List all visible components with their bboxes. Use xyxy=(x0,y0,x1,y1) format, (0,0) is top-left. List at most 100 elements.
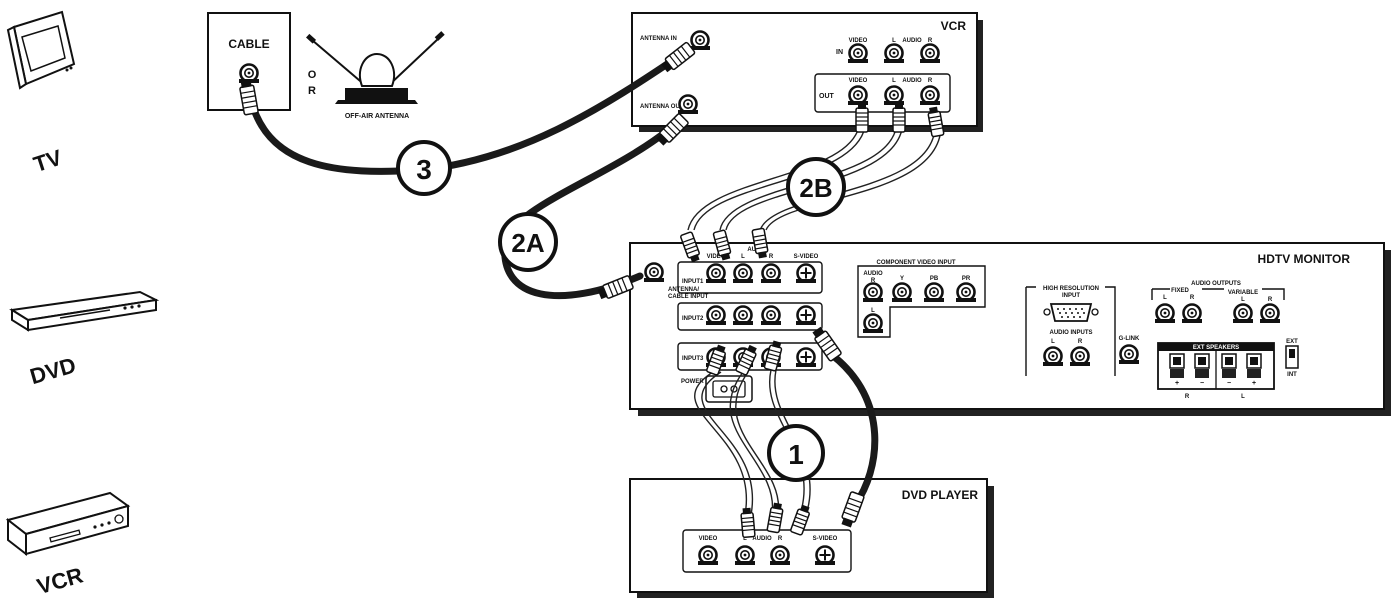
hdtv-title: HDTV MONITOR xyxy=(1258,252,1351,266)
vcr-in-audio-label: AUDIO xyxy=(902,38,922,44)
cable-1-l-wire-2 xyxy=(735,371,780,516)
variable-r-label: R xyxy=(1268,297,1273,303)
cable-2b-plug-vcr-l xyxy=(892,102,906,133)
int-label: INT xyxy=(1287,372,1297,378)
g-link-label: G-LINK xyxy=(1119,336,1140,342)
speaker-r-plus: + xyxy=(1175,380,1179,387)
input2-svideo-jack xyxy=(794,305,818,327)
vcr-antenna-in-jack xyxy=(688,30,712,52)
variable-l-label: L xyxy=(1241,297,1245,303)
component-pr-label: PR xyxy=(962,276,971,282)
antenna-cable-input-label-2: CABLE INPUT xyxy=(668,294,709,300)
callout-2a-label: 2A xyxy=(511,228,544,258)
vcr-in-video-label: VIDEO xyxy=(849,38,868,44)
high-res-label: HIGH RESOLUTION xyxy=(1043,286,1099,292)
vcr-in-video-jack xyxy=(846,43,870,65)
cable-2b-plug-vcr-video xyxy=(855,102,869,133)
speaker-r-label: R xyxy=(1185,394,1190,400)
input2-r-jack xyxy=(759,305,783,327)
callout-2b-label: 2B xyxy=(799,173,832,203)
dvd-video-jack xyxy=(696,545,720,567)
callout-1: 1 xyxy=(767,424,825,482)
dvd-player-panel: DVD PLAYER VIDEO L AUDIO R S-VIDEO xyxy=(629,478,994,598)
ext-speakers-terminal xyxy=(1157,342,1275,390)
tv-label: TV xyxy=(30,145,65,178)
vcr-out-video-label: VIDEO xyxy=(849,78,868,84)
vcr-in-l-label: L xyxy=(892,38,896,44)
input1-r-jack xyxy=(759,263,783,285)
hdtv-antenna-input-jack xyxy=(642,262,666,284)
hdtv-input2-group xyxy=(677,302,823,331)
input1-r-label: R xyxy=(769,254,774,260)
vcr-out-r-jack xyxy=(918,85,942,107)
vcr-in-l-jack xyxy=(882,43,906,65)
dvd-label: DVD xyxy=(27,352,79,389)
callout-3-label: 3 xyxy=(416,154,432,185)
speaker-l-minus: − xyxy=(1227,380,1231,387)
antenna-in-label: ANTENNA IN xyxy=(640,36,677,42)
cable-2a-plug-hdtv xyxy=(596,274,635,302)
dvd-player-icon xyxy=(9,290,160,332)
fixed-l-jack xyxy=(1153,303,1177,325)
cable-1-video-wire-2 xyxy=(701,371,754,516)
component-pb-label: PB xyxy=(930,276,939,282)
input1-video-label: VIDEO xyxy=(707,254,726,260)
vcr-in-r-jack xyxy=(918,43,942,65)
vcr-antenna-out-jack xyxy=(676,94,700,116)
power-connector xyxy=(705,375,753,403)
ext-int-switch xyxy=(1285,345,1299,369)
antenna-out-label: ANTENNA OUT xyxy=(640,104,684,110)
component-audio-l-jack xyxy=(861,313,885,335)
vcr-out-video-jack xyxy=(846,85,870,107)
cable-2b-r-wire xyxy=(759,121,936,231)
antenna-cable-input-label: ANTENNA/ xyxy=(668,287,699,293)
callout-2a: 2A xyxy=(498,212,558,272)
audio-outputs-bracket xyxy=(1151,288,1285,300)
tv-icon xyxy=(6,10,76,90)
input3-label: INPUT3 xyxy=(682,356,704,362)
vcr-out-l-label: L xyxy=(892,78,896,84)
cable-2b-r-wire-2 xyxy=(765,121,942,231)
dvd-video-label: VIDEO xyxy=(699,536,718,542)
hdtv-monitor-panel: HDTV MONITOR ANTENNA/ CABLE INPUT INPUT1… xyxy=(629,242,1391,416)
input1-svideo-label: S-VIDEO xyxy=(794,254,819,260)
audio-outputs-label: AUDIO OUTPUTS xyxy=(1191,281,1241,287)
input3-svideo-jack xyxy=(794,347,818,369)
component-r-label: R xyxy=(871,278,876,284)
audio-inputs-r-label: R xyxy=(1078,339,1083,345)
component-pb-jack xyxy=(922,282,946,304)
audio-inputs-l-jack xyxy=(1041,346,1065,368)
vcr-label: VCR xyxy=(34,562,86,599)
variable-l-jack xyxy=(1231,303,1255,325)
input1-l-label: L xyxy=(741,254,745,260)
fixed-label: FIXED xyxy=(1171,288,1189,294)
vcr-out-audio-label: AUDIO xyxy=(902,78,922,84)
input2-l-jack xyxy=(731,305,755,327)
hdtv-input3-group xyxy=(677,342,823,371)
vcr-out-group xyxy=(814,73,951,113)
vcr-icon xyxy=(5,491,131,557)
vcr-out-r-label: R xyxy=(928,78,933,84)
component-audio-label: AUDIO xyxy=(863,271,883,277)
variable-label: VARIABLE xyxy=(1228,290,1258,296)
dvd-title: DVD PLAYER xyxy=(902,488,979,502)
fixed-l-label: L xyxy=(1163,295,1167,301)
component-y-label: Y xyxy=(900,276,904,282)
power-label: POWER xyxy=(681,379,704,385)
input1-label: INPUT1 xyxy=(682,279,704,285)
speaker-r-minus: − xyxy=(1200,380,1204,387)
component-y-jack xyxy=(890,282,914,304)
fixed-r-label: R xyxy=(1190,295,1195,301)
high-res-group xyxy=(1025,286,1116,376)
high-res-label-2: INPUT xyxy=(1062,293,1080,299)
or-label-r: R xyxy=(308,85,316,97)
callout-2b: 2B xyxy=(786,157,846,217)
cable-1-l-wire xyxy=(729,371,774,516)
component-pr-jack xyxy=(954,282,978,304)
dvd-svideo-label: S-VIDEO xyxy=(813,536,838,542)
audio-inputs-label: AUDIO INPUTS xyxy=(1049,330,1092,336)
hdtv-input1-group xyxy=(677,261,823,294)
input1-l-jack xyxy=(731,263,755,285)
ext-label: EXT xyxy=(1286,339,1298,345)
